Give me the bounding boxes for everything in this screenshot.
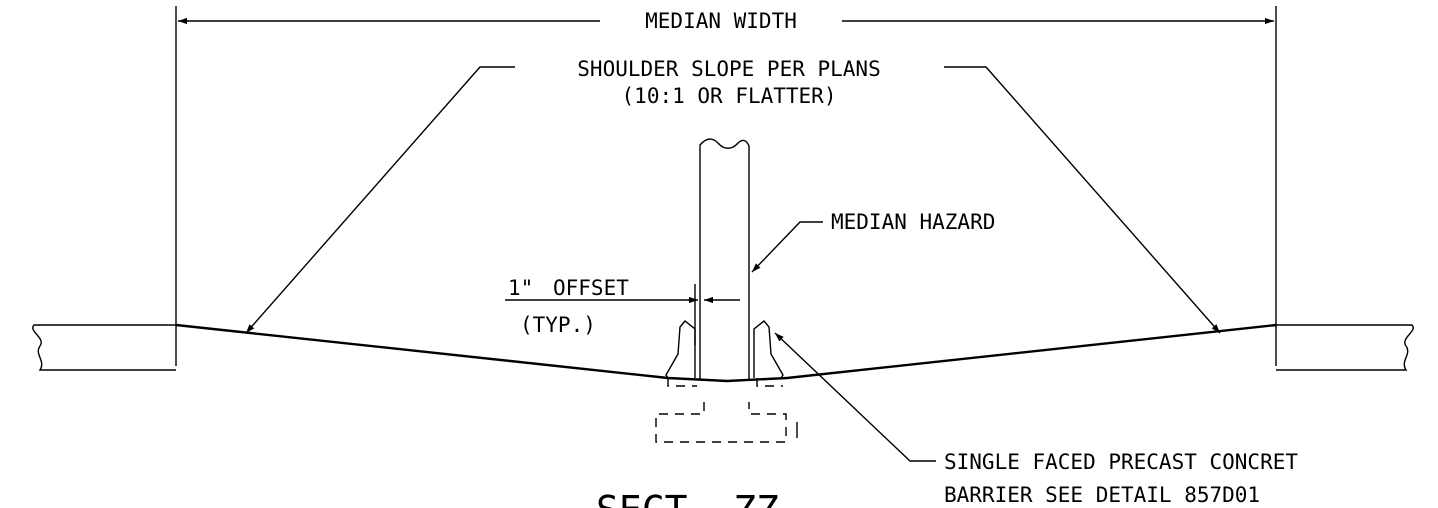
median-hazard-post	[699, 138, 750, 379]
right-pavement-slab	[1276, 324, 1414, 371]
shoulder-slope-callout: SHOULDER SLOPE PER PLANS (10:1 OR FLATTE…	[245, 57, 1221, 334]
barrier-callout: SINGLE FACED PRECAST CONCRET BARRIER SEE…	[774, 332, 1298, 507]
shoulder-slope-label-line1: SHOULDER SLOPE PER PLANS	[577, 57, 880, 81]
median-hazard-label: MEDIAN HAZARD	[831, 210, 995, 234]
offset-typ-label: (TYP.)	[520, 313, 596, 337]
post-foundation-dashed	[655, 402, 798, 443]
offset-value: 1"	[508, 276, 533, 300]
median-width-label: MEDIAN WIDTH	[645, 9, 797, 33]
right-barrier-face	[753, 320, 784, 379]
foundation-outline	[655, 402, 787, 443]
left-pavement-slab	[32, 324, 176, 371]
median-hazard-leader	[751, 221, 823, 273]
shoulder-leader-right	[944, 66, 1221, 334]
left-barrier-face	[665, 320, 696, 379]
right-barrier-base-dashed	[756, 378, 783, 387]
median-ground-slope	[175, 323, 1277, 383]
left-barrier-base-dashed	[667, 378, 697, 387]
section-title: SECT. ZZ	[596, 488, 779, 508]
offset-label: OFFSET	[553, 276, 629, 300]
barrier-label-line2: BARRIER SEE DETAIL 857D01	[944, 483, 1260, 507]
shoulder-slope-label-line2: (10:1 OR FLATTER)	[622, 84, 837, 108]
right-precast-barrier	[753, 320, 784, 387]
offset-dimension: 1" OFFSET (TYP.)	[505, 276, 740, 345]
barrier-leader	[774, 332, 936, 462]
barrier-label-line1: SINGLE FACED PRECAST CONCRET	[944, 450, 1298, 474]
shoulder-leader-left	[245, 66, 515, 334]
median-width-dimension: MEDIAN WIDTH	[175, 6, 1277, 366]
left-precast-barrier	[665, 320, 697, 387]
median-hazard-callout: MEDIAN HAZARD	[751, 210, 995, 273]
